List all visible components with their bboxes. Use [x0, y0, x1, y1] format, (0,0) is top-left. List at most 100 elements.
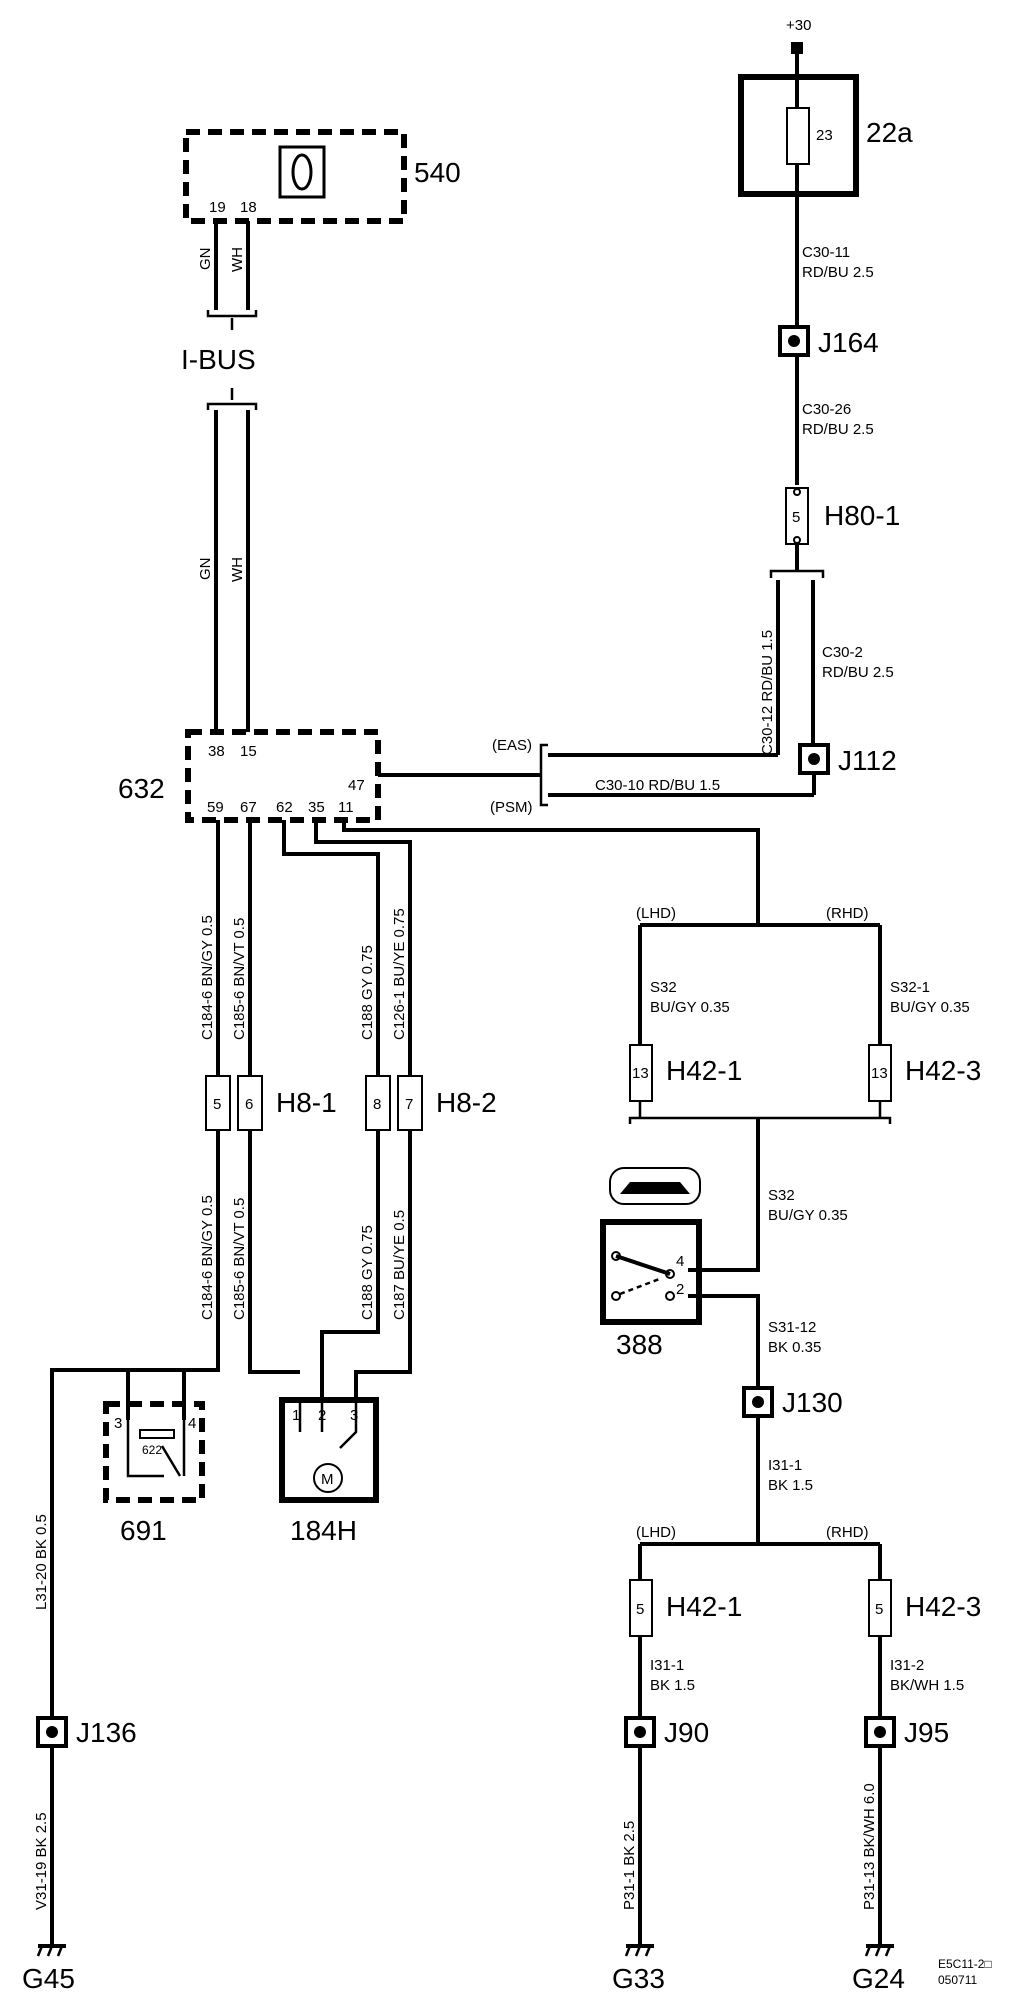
ibus-label: I-BUS: [181, 344, 256, 375]
wire-c30-11-id: C30-11: [802, 244, 850, 261]
h8-2-pin-7-label: 7: [405, 1096, 413, 1113]
wire-s32-sw-spec: BU/GY 0.35: [768, 1207, 848, 1224]
module-632-pin-59: 59: [207, 799, 224, 816]
variant-lhd-bottom: (LHD): [636, 1524, 676, 1541]
connector-h8-1-label: H8-1: [276, 1087, 337, 1118]
wire-c126-1-label: C126-1 BU/YE 0.75: [391, 908, 408, 1040]
wire-s31-12-spec: BK 0.35: [768, 1339, 821, 1356]
wire-c30-2-spec: RD/BU 2.5: [822, 664, 894, 681]
variant-rhd-bottom: (RHD): [826, 1524, 869, 1541]
relay-coil-icon: [139, 1429, 175, 1439]
ground-g45-icon: [36, 1944, 66, 1957]
wire-c126-1: [314, 820, 412, 1078]
wire-s32-1-spec: BU/GY 0.35: [890, 999, 970, 1016]
wire-s32-left-id: S32: [650, 979, 677, 996]
connector-h42-1-bottom-label: H42-1: [666, 1591, 742, 1622]
ground-g45-label: G45: [22, 1963, 75, 1994]
wire-v31-19-label: V31-19 BK 2.5: [33, 1812, 50, 1910]
wire-c187-label: C187 BU/YE 0.5: [391, 1210, 408, 1320]
wire-c188-upper: [282, 820, 380, 1078]
module-632-pin-38: 38: [208, 743, 225, 760]
ground-g33-icon: [624, 1944, 654, 1957]
motor-pin-3: 3: [350, 1407, 358, 1424]
motor-184h-label: 184H: [290, 1515, 357, 1546]
ground-g33-label: G33: [612, 1963, 665, 1994]
junction-j112: [798, 743, 830, 775]
wire-c185-6-upper-label: C185-6 BN/VT 0.5: [231, 918, 248, 1040]
motor-184h: [279, 1397, 379, 1503]
h42-1-top-pin: 13: [632, 1065, 649, 1082]
h42-3-bot-pin: 5: [875, 1601, 883, 1618]
ibus-bracket-top: [206, 310, 258, 318]
module-632-pin-15: 15: [240, 743, 257, 760]
wire-s32-sw-id: S32: [768, 1187, 795, 1204]
wire-i31-1-top-spec: BK 1.5: [768, 1477, 813, 1494]
wire-p31-13-label: P31-13 BK/WH 6.0: [861, 1783, 878, 1910]
module-540-pin-19: 19: [209, 199, 226, 216]
h8-2-pin-8-label: 8: [373, 1096, 381, 1113]
wire-gn-lower-label: GN: [197, 558, 214, 581]
wire-c30-10-label: C30-10 RD/BU 1.5: [595, 777, 720, 794]
module-632-pin-47: 47: [348, 777, 365, 794]
wire-c188-lower-label: C188 GY 0.75: [359, 1225, 376, 1320]
wire-c30-2-id: C30-2: [822, 644, 863, 661]
h8-1-pin-6-label: 6: [245, 1096, 253, 1113]
module-691-pin-4: 4: [188, 1415, 196, 1432]
wire-p31-1-label: P31-1 BK 2.5: [621, 1821, 638, 1910]
h42-3-top-pin: 13: [871, 1065, 888, 1082]
connector-h8-2-pin-7: [397, 1075, 423, 1131]
module-632-pin-35: 35: [308, 799, 325, 816]
connector-h80-1-label: H80-1: [824, 500, 900, 531]
motor-icon: [313, 1463, 343, 1493]
wire-i31-2-id: I31-2: [890, 1657, 924, 1674]
variant-rhd-top: (RHD): [826, 905, 869, 922]
variant-lhd-top: (LHD): [636, 905, 676, 922]
module-540-label: 540: [414, 157, 461, 188]
connector-h42-3-bottom-label: H42-3: [905, 1591, 981, 1622]
wire-i31-1-spec: BK 1.5: [650, 1677, 695, 1694]
wire-gn-upper-label: GN: [197, 248, 214, 271]
junction-dot-icon: [788, 335, 800, 347]
psm-label: (PSM): [490, 799, 533, 816]
wire-c187: [354, 1130, 412, 1400]
ground-g24-label: G24: [852, 1963, 905, 1994]
connector-h8-2-label: H8-2: [436, 1087, 497, 1118]
module-540-pin-18: 18: [240, 199, 257, 216]
switch-388-pin-2: 2: [676, 1281, 684, 1298]
junction-j90-label: J90: [664, 1717, 709, 1748]
eas-psm-bracket: [539, 743, 548, 807]
wire-c185-6-lower: [248, 1130, 300, 1374]
module-632-pin-11: 11: [338, 799, 354, 816]
supply-terminal: [791, 42, 803, 54]
module-632: [185, 729, 381, 823]
h42-1-bot-pin: 5: [636, 1601, 644, 1618]
fuse-22a-label: 22a: [866, 117, 913, 148]
connector-h8-1-pin-6: [237, 1075, 263, 1131]
wire-wh-upper-label: WH: [229, 247, 246, 272]
motor-pin-1: 1: [292, 1407, 300, 1424]
connector-h8-2-pin-8: [365, 1075, 391, 1131]
wire-s31-12: [688, 1294, 760, 1390]
wire-c185-6-lower-label: C185-6 BN/VT 0.5: [231, 1198, 248, 1320]
ground-g24-icon: [864, 1944, 894, 1957]
switch-388: [600, 1219, 702, 1325]
fuse-23-icon: [786, 107, 810, 165]
junction-j136-label: J136: [76, 1717, 137, 1748]
wire-c184-6-lower: [50, 1130, 220, 1720]
wire-c188-lower: [320, 1130, 380, 1400]
supply-label: +30: [786, 17, 811, 34]
wire-i31-1-id: I31-1: [650, 1657, 684, 1674]
wire-c30-12-label: C30-12 RD/BU 1.5: [759, 630, 776, 755]
module-632-pin-62: 62: [276, 799, 293, 816]
wire-i31-1-top-id: I31-1: [768, 1457, 802, 1474]
h8-1-pin-5-label: 5: [213, 1096, 221, 1113]
wire-l31-20-label: L31-20 BK 0.5: [33, 1514, 50, 1610]
module-632-label: 632: [118, 773, 165, 804]
connector-h42-3-top-label: H42-3: [905, 1055, 981, 1086]
wire-s32-left-spec: BU/GY 0.35: [650, 999, 730, 1016]
ibus-bracket-bottom: [206, 402, 258, 410]
wire-c188-upper-label: C188 GY 0.75: [359, 945, 376, 1040]
module-691-inner-id: 622: [142, 1443, 162, 1457]
wire-c184-6-lower-label: C184-6 BN/GY 0.5: [199, 1195, 216, 1320]
